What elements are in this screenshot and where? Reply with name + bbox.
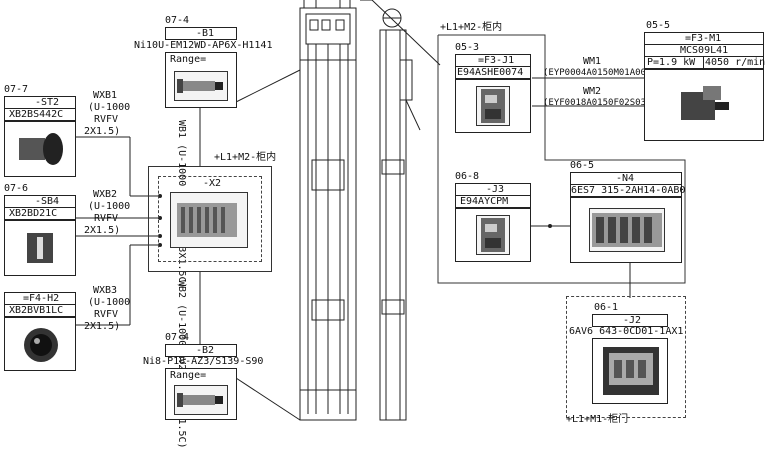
wxb1-spec3: 2X1.5) [84,126,121,137]
sensor-b1-model: Ni10U-EM12WD-AP6X-H1141 [134,40,273,51]
cabinet-door-label: +L1+M1-柜门 [566,414,629,425]
proximity-sensor-icon [174,385,228,415]
h2-model: XB2BVB1LC [9,305,64,316]
terminal-dot [158,243,162,247]
servo-drive-icon [476,215,510,255]
diagram-lines [75,0,686,421]
sb4-page: 07-6 [4,183,29,194]
j3-model: E94AYCPM [460,196,509,207]
m1-tag: =F3-M1 [685,33,722,44]
servo-drive-icon [476,86,510,126]
b2-leader [235,377,301,421]
j3-page: 06-8 [455,171,480,182]
n4-model: 6ES7 315-2AH14-0AB0 [571,185,686,196]
b1-leader [235,69,301,103]
sensor-b1-range: Range= [170,54,207,65]
pilot-lamp-icon [19,324,63,366]
terminal-dot [158,216,162,220]
proximity-sensor-icon [174,71,228,101]
terminal-dot [158,194,162,198]
terminal-dot [158,234,162,238]
st2-tag: -ST2 [35,97,60,108]
j2-page: 06-1 [594,302,619,313]
wxb2-spec3: 2X1.5) [84,225,121,236]
mushroom-button-icon [15,128,65,170]
hmi-panel-icon [603,347,659,395]
sensor-b1-page: 07-4 [165,15,190,26]
x2-location: +L1+M2-柜内 [214,152,277,163]
sensor-b2-model: Ni8-P18-AZ3/S139-S90 [143,356,264,367]
j1-page: 05-3 [455,42,480,53]
selector-switch-icon [21,227,61,269]
column-side-view [379,8,421,421]
wxb1-spec1: (U-1000 [88,102,131,113]
j2-model: 6AV6 643-0CD01-1AX1 [569,326,684,337]
m1-page: 05-5 [646,20,671,31]
sb4-model: XB2BD21C [9,208,58,219]
sensor-b2-page: 07-4 [165,332,190,343]
j2-tag: -J2 [623,315,642,326]
wxb3-spec3: 2X1.5) [84,321,121,332]
sensor-b2-tag: -B2 [196,345,215,356]
cable-wb2-label: WB2 (U-1000 RV2FV-RH 2X1.5C) [176,280,187,449]
wxb1-spec2: RVFV [94,114,119,125]
h2-tag: =F4-H2 [23,293,60,304]
cabinet-location-label: +L1+M2-柜内 [440,22,503,33]
j3-tag: -J3 [486,184,505,195]
wxb2-spec1: (U-1000 [88,201,131,212]
j3-n4-dot [548,224,552,228]
cabinet-boundary [437,34,686,284]
m1-power: P=1.9 kW [647,57,696,68]
wxb3-name: WXB3 [93,285,118,296]
m1-speed: 4050 r/min [705,57,766,68]
st2-model: XB2BS442C [9,109,64,120]
terminal-block-icon [170,192,248,248]
sensor-b1-tag: -B1 [196,28,215,39]
sb4-tag: -SB4 [35,196,60,207]
m1-model: MCS09L41 [680,45,729,56]
wm1-name: WM1 [583,56,602,67]
wxb2-name: WXB2 [93,189,118,200]
st2-page: 07-7 [4,84,29,95]
wm2-name: WM2 [583,86,602,97]
j1-model: E94ASHE0074 [457,67,524,78]
plc-rack-icon [589,208,665,252]
wm1-part: (EYP0004A0150M01A00) [543,68,652,78]
wm2-part: (EYF0018A0150F02S03) [543,98,652,108]
n4-page: 06-5 [570,160,595,171]
servo-motor-icon [675,78,733,130]
cabinet-leader [371,0,441,66]
j1-tag: =F3-J1 [478,55,515,66]
wxb3-spec2: RVFV [94,309,119,320]
column-front-view [299,0,357,421]
wxb3-spec1: (U-1000 [88,297,131,308]
wxb2-spec2: RVFV [94,213,119,224]
wxb1-name: WXB1 [93,90,118,101]
x2-tag: -X2 [203,178,222,189]
n4-tag: -N4 [616,173,635,184]
sensor-b2-range: Range= [170,370,207,381]
